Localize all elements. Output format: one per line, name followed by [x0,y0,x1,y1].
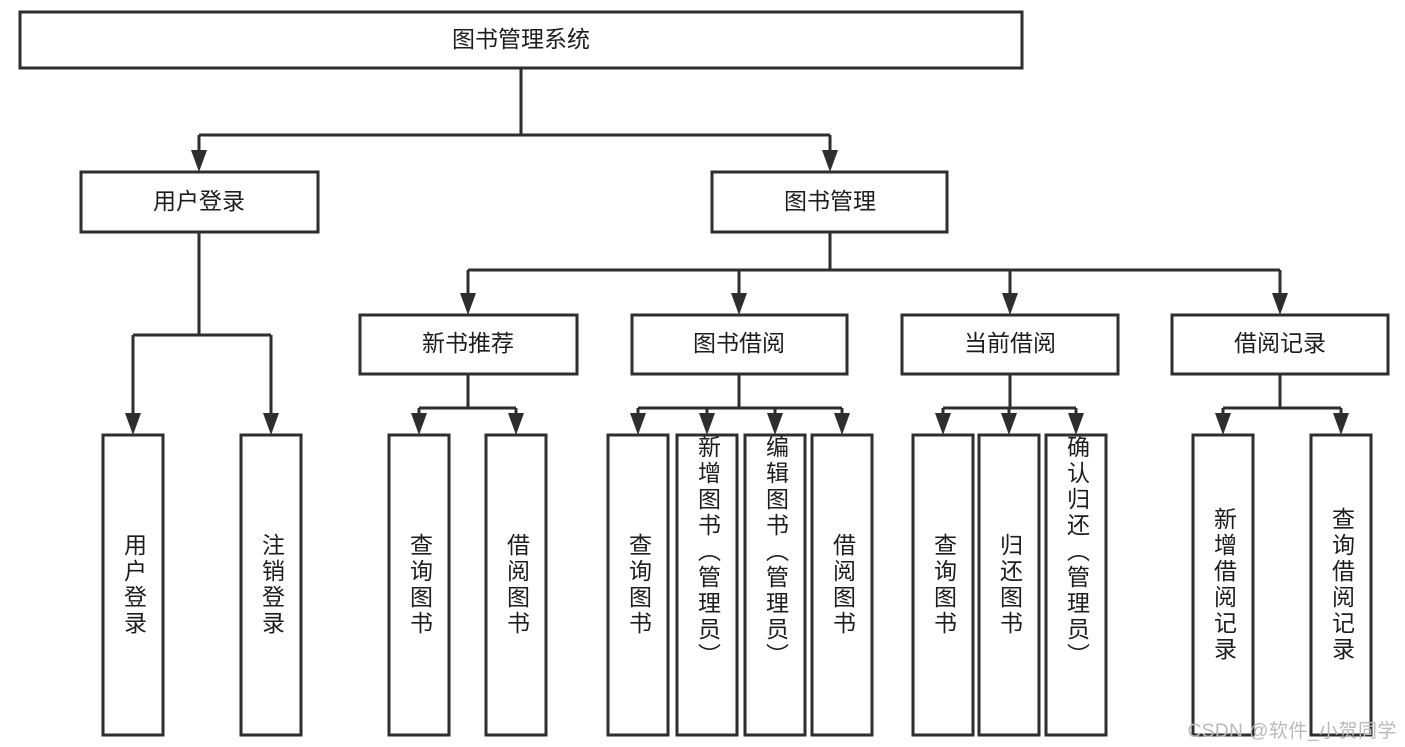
node-book-borrow-box[interactable] [630,313,849,376]
connectors-layer [125,68,1349,435]
arrow-to-new-book [460,293,476,315]
nodes-layer: 图书管理系统 用户登录 图书管理 新书推荐 图书借阅 当前借阅 借阅记录 [18,10,1390,737]
arrow-to-bookborrow-leaf-4 [834,413,850,435]
arrow-to-user-login [191,150,207,172]
arrow-to-book-mgmt [822,150,838,172]
leaf-box-borrow-records-1[interactable] [1191,433,1255,737]
arrow-to-borrowrecords-leaf-2 [1333,413,1349,435]
node-user-login-label: 用户登录 [153,188,245,214]
arrow-to-newbook-leaf-2 [508,413,524,435]
arrow-to-borrow-records [1272,293,1288,315]
leaf-box-current-borrow-3[interactable] [1044,433,1108,737]
leaf-box-borrow-records-2[interactable] [1309,433,1373,737]
leaf-box-book-borrow-3[interactable] [743,433,807,737]
arrow-to-currentborrow-leaf-1 [935,413,951,435]
node-new-book-recommend-box[interactable] [358,313,579,376]
leaf-box-current-borrow-2[interactable] [977,433,1041,737]
arrow-to-leaf-user-login [125,413,141,435]
arrow-to-bookborrow-leaf-2 [699,413,715,435]
node-book-borrow-label: 图书借阅 [693,330,785,356]
arrow-to-borrowrecords-leaf-1 [1215,413,1231,435]
arrow-to-bookborrow-leaf-1 [630,413,646,435]
arrow-to-currentborrow-leaf-2 [1001,413,1017,435]
node-root-label: 图书管理系统 [452,26,590,52]
node-book-mgmt-label: 图书管理 [784,188,876,214]
arrow-to-bookborrow-leaf-3 [767,413,783,435]
leaf-box-current-borrow-1[interactable] [911,433,975,737]
leaf-box-book-borrow-2[interactable] [675,433,739,737]
node-borrow-records-box[interactable] [1170,313,1390,376]
node-root-box[interactable] [18,10,1024,70]
arrow-to-newbook-leaf-1 [411,413,427,435]
node-new-book-recommend-label: 新书推荐 [422,330,514,356]
node-current-borrow-label: 当前借阅 [964,330,1056,356]
node-borrow-records-label: 借阅记录 [1234,330,1326,356]
node-user-login-box[interactable] [79,170,320,234]
leaf-box-user-login-2[interactable] [239,433,303,737]
watermark-text: CSDN @软件_小贺同学 [1187,721,1397,742]
leaf-box-book-borrow-4[interactable] [810,433,874,737]
arrow-to-current-borrow [1002,293,1018,315]
leaf-box-new-book-1[interactable] [387,433,451,737]
leaf-box-book-borrow-1[interactable] [606,433,670,737]
arrow-to-currentborrow-leaf-3 [1068,413,1084,435]
node-current-borrow-box[interactable] [900,313,1120,376]
node-book-mgmt-box[interactable] [710,170,949,234]
arrow-to-leaf-logout [263,413,279,435]
arrow-to-book-borrow [731,293,747,315]
leaf-box-new-book-2[interactable] [484,433,548,737]
leaf-box-user-login-1[interactable] [101,433,165,737]
